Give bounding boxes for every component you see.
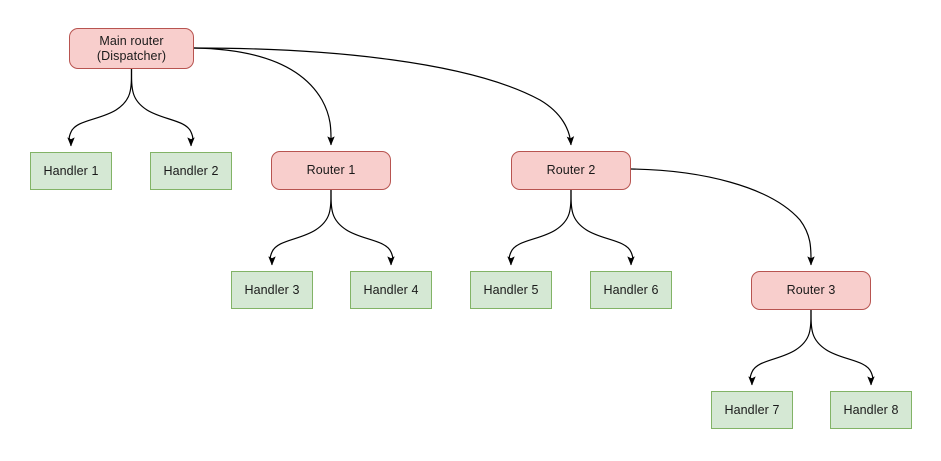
node-handler-4[interactable]: Handler 4 xyxy=(350,271,432,309)
node-handler-6-label: Handler 6 xyxy=(603,282,659,297)
edge-router-2-to-handler-6 xyxy=(570,189,635,266)
node-main-router[interactable]: Main router (Dispatcher) xyxy=(69,28,194,69)
node-handler-8[interactable]: Handler 8 xyxy=(830,391,912,429)
edge-main-router-to-router-2 xyxy=(193,47,575,146)
node-handler-6[interactable]: Handler 6 xyxy=(590,271,672,309)
node-handler-1[interactable]: Handler 1 xyxy=(30,152,112,190)
edge-router-3-to-handler-7 xyxy=(748,309,812,386)
node-handler-4-label: Handler 4 xyxy=(363,282,419,297)
node-router-2-label: Router 2 xyxy=(546,163,596,177)
node-handler-1-label: Handler 1 xyxy=(43,163,99,178)
edge-router-2-to-handler-5 xyxy=(507,189,572,266)
node-handler-8-label: Handler 8 xyxy=(843,402,899,417)
node-router-3-label: Router 3 xyxy=(786,283,836,297)
edge-router-1-to-handler-3 xyxy=(268,189,332,266)
node-router-1[interactable]: Router 1 xyxy=(271,151,391,190)
node-handler-3[interactable]: Handler 3 xyxy=(231,271,313,309)
node-handler-2[interactable]: Handler 2 xyxy=(150,152,232,190)
node-handler-5[interactable]: Handler 5 xyxy=(470,271,552,309)
node-handler-3-label: Handler 3 xyxy=(244,282,300,297)
edge-main-router-to-router-1 xyxy=(193,47,335,146)
node-router-3[interactable]: Router 3 xyxy=(751,271,871,310)
edge-router-1-to-handler-4 xyxy=(330,189,395,266)
edge-router-3-to-handler-8 xyxy=(810,309,875,386)
node-router-1-label: Router 1 xyxy=(306,163,356,177)
edge-router-2-to-router-3 xyxy=(630,168,815,266)
node-handler-2-label: Handler 2 xyxy=(163,163,219,178)
node-handler-5-label: Handler 5 xyxy=(483,282,539,297)
node-handler-7[interactable]: Handler 7 xyxy=(711,391,793,429)
node-router-2[interactable]: Router 2 xyxy=(511,151,631,190)
edge-main-router-to-handler-1 xyxy=(67,68,133,147)
edge-main-router-to-handler-2 xyxy=(130,68,195,147)
node-handler-7-label: Handler 7 xyxy=(724,402,780,417)
node-main-router-label: Main router (Dispatcher) xyxy=(96,33,167,63)
